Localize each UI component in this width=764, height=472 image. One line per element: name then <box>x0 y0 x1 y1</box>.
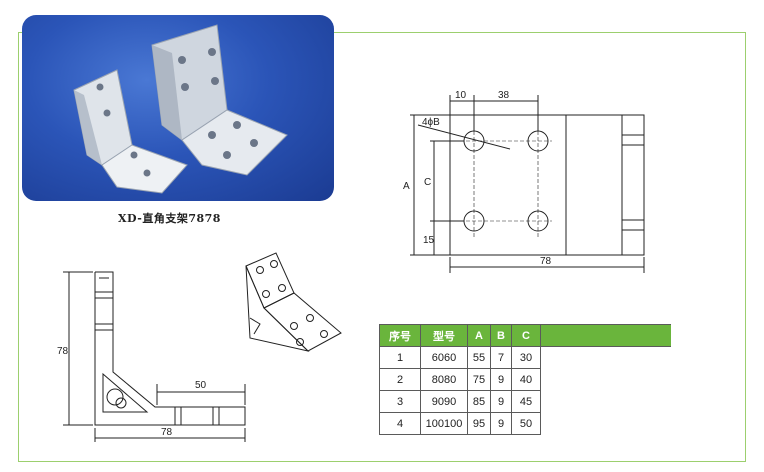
isometric-drawing <box>245 252 342 352</box>
table-row: 4 100100 95 9 50 <box>379 412 671 435</box>
spec-table: 序号 型号 A B C 1 6060 55 7 30 2 8080 75 9 4… <box>379 324 671 435</box>
cell-model: 8080 <box>420 368 468 391</box>
cell-b: 7 <box>490 346 512 369</box>
dim-38-label: 38 <box>498 90 510 101</box>
cell-b: 9 <box>490 412 512 435</box>
cell-a: 95 <box>467 412 491 435</box>
cell-filler <box>540 390 671 413</box>
dim-10-label: 10 <box>455 90 467 101</box>
cell-model: 6060 <box>420 346 468 369</box>
spec-table-header: 序号 型号 A B C <box>379 324 671 347</box>
cell-b: 9 <box>490 368 512 391</box>
cell-filler <box>540 346 671 369</box>
dim-15-label: 15 <box>423 235 435 246</box>
cell-c: 40 <box>511 368 541 391</box>
dim-78-vertical-label: 78 <box>57 346 69 357</box>
content-frame <box>18 32 746 462</box>
cell-index: 4 <box>379 412 421 435</box>
product-caption: XD-直角支架7878 <box>118 212 221 225</box>
cell-index: 1 <box>379 346 421 369</box>
header-model: 型号 <box>420 324 468 347</box>
cell-filler <box>540 368 671 391</box>
frame-left-border <box>18 32 19 462</box>
cell-c: 30 <box>511 346 541 369</box>
cell-a: 55 <box>467 346 491 369</box>
dim-78-label: 78 <box>540 256 552 267</box>
cell-model: 9090 <box>420 390 468 413</box>
header-c: C <box>511 324 541 347</box>
cell-a: 85 <box>467 390 491 413</box>
cell-model: 100100 <box>420 412 468 435</box>
cell-c: 45 <box>511 390 541 413</box>
cell-index: 2 <box>379 368 421 391</box>
cell-filler <box>540 412 671 435</box>
dim-c-label: C <box>424 177 431 188</box>
table-row: 3 9090 85 9 45 <box>379 390 671 413</box>
header-b: B <box>490 324 512 347</box>
dim-4phib-label: 4ϕB <box>422 117 440 128</box>
table-row: 1 6060 55 7 30 <box>379 346 671 369</box>
header-filler <box>540 324 671 347</box>
dim-a-label: A <box>403 181 410 192</box>
header-index: 序号 <box>379 324 421 347</box>
product-photo <box>22 15 334 201</box>
dim-78-horizontal-label: 78 <box>161 427 173 438</box>
dim-50-label: 50 <box>195 380 207 391</box>
table-row: 2 8080 75 9 40 <box>379 368 671 391</box>
cell-a: 75 <box>467 368 491 391</box>
cell-b: 9 <box>490 390 512 413</box>
side-view-drawing: 78 50 78 <box>57 271 246 442</box>
cell-c: 50 <box>511 412 541 435</box>
header-a: A <box>467 324 491 347</box>
front-view-drawing: 10 38 4ϕB A C 15 78 <box>403 90 645 273</box>
cell-index: 3 <box>379 390 421 413</box>
bracket-photo-illustration <box>73 24 288 194</box>
